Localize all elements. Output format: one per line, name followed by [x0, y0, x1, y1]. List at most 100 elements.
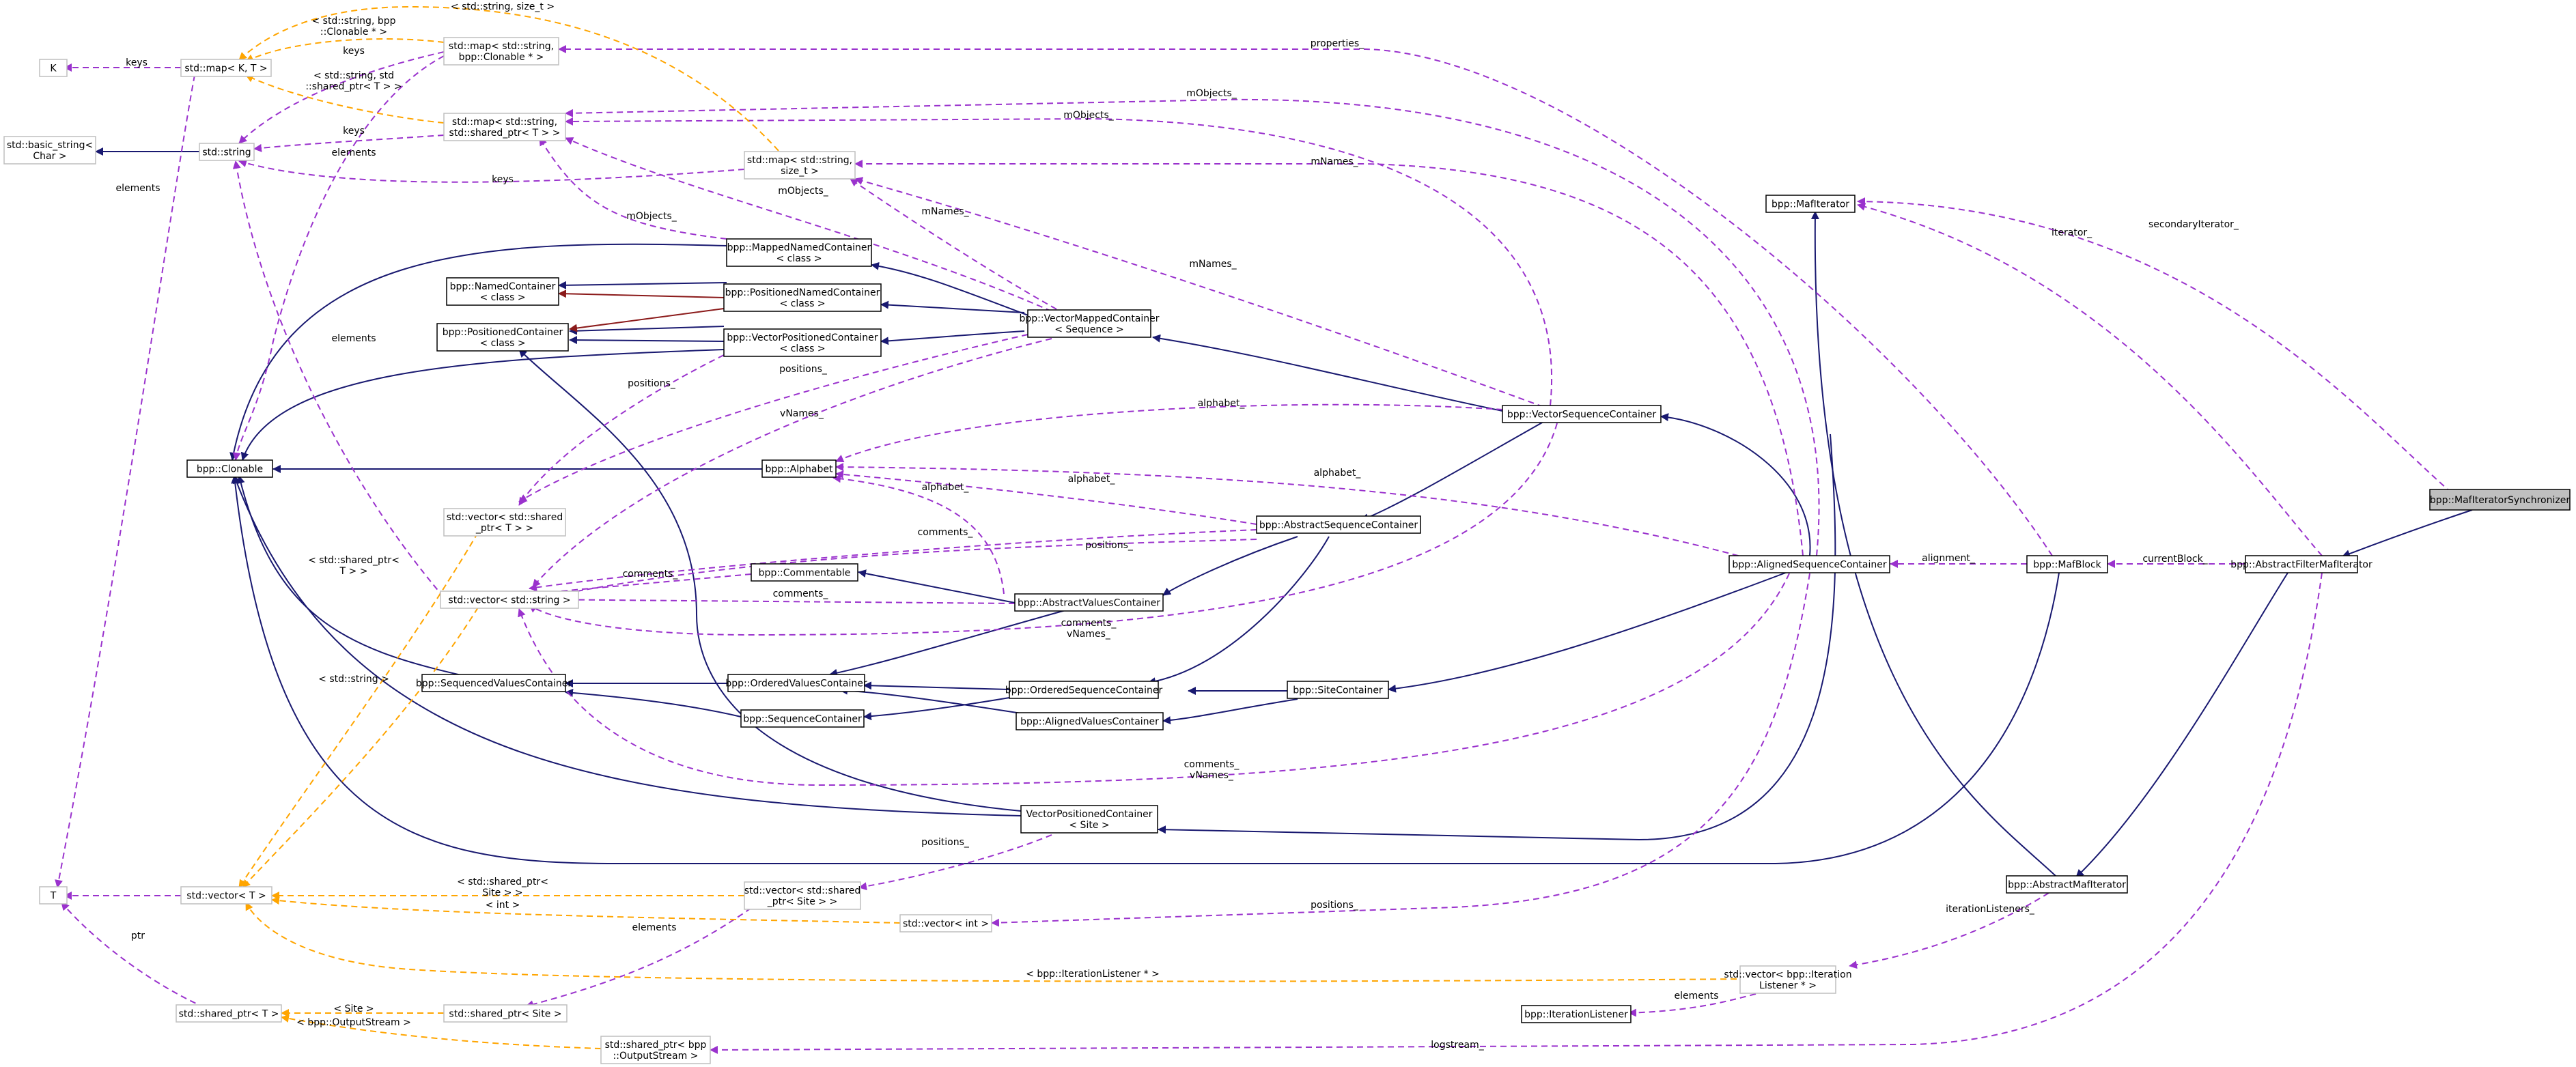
- node-box: [436, 323, 569, 352]
- node-shared-ptr-output[interactable]: std::shared_ptr< bpp::OutputStream >: [600, 1036, 711, 1064]
- node-site-container[interactable]: bpp::SiteContainer: [1287, 681, 1389, 699]
- node-vector-int[interactable]: std::vector< int >: [899, 914, 992, 933]
- edge-label: iterator_: [2052, 227, 2092, 238]
- edges: [55, 5, 2473, 1054]
- node-shared-ptr-t[interactable]: std::shared_ptr< T >: [176, 1004, 282, 1023]
- node-mafiterator-synchronizer[interactable]: bpp::MafIteratorSynchronizer: [2429, 489, 2571, 511]
- edge-use-elements-vecstring-string: [232, 160, 445, 598]
- node-vector-mapped-container[interactable]: bpp::VectorMappedContainer< Sequence >: [1019, 309, 1160, 338]
- node-sequenced-values-container[interactable]: bpp::SequencedValuesContainer: [416, 674, 572, 692]
- node-iteration-listener[interactable]: bpp::IterationListener: [1521, 1005, 1632, 1023]
- node-maf-iterator[interactable]: bpp::MafIterator: [1765, 195, 1856, 213]
- node-vector-shared-site[interactable]: std::vector< std::shared_ptr< Site > >: [744, 881, 861, 910]
- node-vector-positioned-container-site[interactable]: VectorPositionedContainer< Site >: [1020, 805, 1158, 834]
- edge-use-ptr-shared-t: [61, 902, 206, 1008]
- node-label: std::map< std::string,size_t >: [747, 155, 852, 177]
- node-box: [176, 1004, 282, 1023]
- node-box: [1502, 405, 1662, 423]
- node-commentable[interactable]: bpp::Commentable: [751, 563, 858, 582]
- node-map-k-t[interactable]: std::map< K, T >: [180, 59, 272, 77]
- node-map-string-shared[interactable]: std::map< std::string,std::shared_ptr< T…: [443, 113, 566, 141]
- edge-label: < std::string, size_t >: [451, 1, 555, 12]
- node-shared-ptr-site[interactable]: std::shared_ptr< Site >: [443, 1004, 568, 1023]
- node-vector-t[interactable]: std::vector< T >: [180, 886, 272, 905]
- edge-use-iterator: [1857, 203, 2323, 556]
- node-label: bpp::AbstractSequenceContainer: [1259, 520, 1418, 531]
- node-abstract-values-container[interactable]: bpp::AbstractValuesContainer: [1014, 593, 1164, 612]
- node-label: bpp::NamedContainer< class >: [450, 281, 556, 303]
- node-mapped-named-container[interactable]: bpp::MappedNamedContainer< class >: [726, 238, 872, 267]
- edge-label: keys: [343, 126, 365, 137]
- edge-label: ptr: [131, 930, 145, 941]
- node-basic-string[interactable]: std::basic_string<Char >: [3, 136, 96, 165]
- edge-inherit-vectormapped-vectorpositioned: [880, 330, 1025, 345]
- node-label: std::basic_string<Char >: [7, 140, 93, 162]
- node-label: bpp::VectorMappedContainer< Sequence >: [1019, 313, 1159, 335]
- edge-use-alphabet-abstractvalues: [832, 474, 1005, 595]
- node-box: [1027, 309, 1151, 338]
- node-abstract-filter-maf-iterator[interactable]: bpp::AbstractFilterMafIterator: [2230, 555, 2372, 573]
- edge-label: secondaryIterator_: [2148, 219, 2239, 230]
- node-box: [2245, 555, 2358, 573]
- node-positioned-named-container[interactable]: bpp::PositionedNamedContainer< class >: [723, 283, 882, 312]
- edge-label: alphabet_: [1314, 468, 1362, 479]
- node-map-string-clonable[interactable]: std::map< std::string,bpp::Clonable * >: [443, 37, 559, 66]
- edge-inherit-vpsite-positioned: [518, 349, 1022, 812]
- node-abstract-sequence-container[interactable]: bpp::AbstractSequenceContainer: [1256, 515, 1421, 534]
- node-box: [1020, 805, 1158, 834]
- node-sequence-container[interactable]: bpp::SequenceContainer: [740, 709, 865, 728]
- node-label: bpp::SiteContainer: [1293, 685, 1383, 696]
- edge-use-iterationlisteners: [1849, 892, 2049, 969]
- node-t[interactable]: T: [39, 886, 68, 905]
- node-label: std::map< K, T >: [184, 63, 267, 74]
- edge-private-positionednamed-named: [558, 289, 725, 298]
- edge-label: comments_: [623, 569, 679, 580]
- edge-label: comments_: [773, 588, 829, 599]
- edge-use-elements-vecsite-shared: [525, 907, 752, 1009]
- edge-label: mObjects_: [626, 211, 677, 222]
- edge-label: positions_: [779, 364, 828, 375]
- node-k[interactable]: K: [39, 59, 68, 77]
- node-map-string-size[interactable]: std::map< std::string,size_t >: [744, 151, 856, 180]
- edge-use-comments-vnames-aligned: [518, 573, 1790, 786]
- edge-inherit-abstractseq-orderedseq: [1147, 536, 1330, 686]
- node-maf-block[interactable]: bpp::MafBlock: [2026, 555, 2108, 573]
- edge-label: logstream_: [1431, 1040, 1484, 1051]
- edge-use-mobjects-vectorseq: [565, 117, 1552, 406]
- edge-inherit-positionednamed-positioned: [569, 326, 725, 335]
- nodes: bpp::MafIteratorSynchronizer bpp::Abstra…: [3, 37, 2571, 1064]
- node-label: bpp::MafIteratorSynchronizer: [2430, 495, 2570, 506]
- node-vector-positioned-container[interactable]: bpp::VectorPositionedContainer< class >: [723, 328, 882, 357]
- edge-inherit-synchronizer-filter: [2342, 509, 2473, 558]
- node-vector-string[interactable]: std::vector< std::string >: [440, 591, 579, 609]
- node-aligned-sequence-container[interactable]: bpp::AlignedSequenceContainer: [1728, 555, 1890, 573]
- node-vector-sequence-container[interactable]: bpp::VectorSequenceContainer: [1502, 405, 1662, 423]
- edge-label: keys: [126, 57, 148, 68]
- node-string[interactable]: std::string: [199, 143, 255, 161]
- node-clonable[interactable]: bpp::Clonable: [186, 459, 273, 478]
- node-label: T: [50, 891, 57, 902]
- node-label: VectorPositionedContainer< Site >: [1026, 809, 1152, 831]
- node-box: [744, 151, 856, 180]
- edge-use-properties: [558, 45, 2053, 556]
- node-label: std::map< std::string,bpp::Clonable * >: [449, 41, 554, 63]
- node-box: [199, 143, 255, 161]
- node-ordered-sequence-container[interactable]: bpp::OrderedSequenceContainer: [1005, 681, 1163, 699]
- node-label: bpp::OrderedSequenceContainer: [1005, 685, 1163, 696]
- node-alphabet[interactable]: bpp::Alphabet: [761, 459, 837, 478]
- node-vector-shared-t[interactable]: std::vector< std::shared_ptr< T > >: [443, 508, 566, 537]
- node-box: [1765, 195, 1856, 213]
- node-aligned-values-container[interactable]: bpp::AlignedValuesContainer: [1016, 712, 1164, 730]
- edge-labels: secondaryIterator_ iterator_ currentBloc…: [115, 1, 2239, 1051]
- edge-label: mObjects_: [1063, 110, 1115, 121]
- edge-label: keys: [343, 46, 365, 57]
- node-box: [1016, 712, 1164, 730]
- node-named-container[interactable]: bpp::NamedContainer< class >: [446, 277, 559, 306]
- node-label: bpp::OrderedValuesContainer: [725, 679, 867, 689]
- edge-tpl-vecstring: [242, 607, 479, 888]
- node-label: K: [50, 63, 57, 74]
- node-ordered-values-container[interactable]: bpp::OrderedValuesContainer: [725, 674, 867, 692]
- node-abstract-maf-iterator[interactable]: bpp::AbstractMafIterator: [2006, 875, 2128, 894]
- node-positioned-container[interactable]: bpp::PositionedContainer< class >: [436, 323, 569, 352]
